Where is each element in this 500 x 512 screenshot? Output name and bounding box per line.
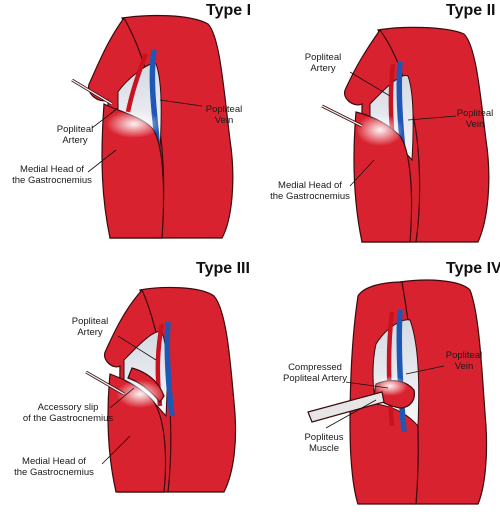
highlight-glow xyxy=(116,380,164,408)
highlight-glow xyxy=(372,376,408,396)
artery-leader xyxy=(349,71,391,97)
type-2-illustration xyxy=(321,26,490,243)
medial-head-leader xyxy=(101,435,131,465)
vein-leader xyxy=(405,365,445,375)
highlight-glow xyxy=(356,114,404,146)
type-4-illustration xyxy=(307,279,488,505)
popliteal-vein xyxy=(164,321,175,417)
compressed-artery-leader xyxy=(345,381,389,389)
popliteal-artery xyxy=(386,311,395,427)
medial-head-leader xyxy=(87,149,117,173)
artery-leader xyxy=(91,107,119,129)
vein-leader xyxy=(407,115,457,121)
type-3-illustration xyxy=(85,286,237,493)
popliteal-vein xyxy=(396,309,407,433)
highlight-glow xyxy=(106,110,162,138)
artery-leader xyxy=(117,335,157,361)
type-title: Type IV xyxy=(446,260,500,277)
medial-head-leader xyxy=(349,159,375,187)
type-1-illustration xyxy=(71,14,234,239)
popliteal-artery xyxy=(125,53,149,113)
type-title: Type II xyxy=(446,2,496,19)
accessory-slip-leader xyxy=(109,387,135,409)
retractor-probe xyxy=(307,391,385,423)
type-title: Type I xyxy=(206,2,252,19)
type-title: Type III xyxy=(196,260,250,277)
vein-leader xyxy=(159,99,203,107)
popliteus-leader xyxy=(325,399,377,429)
